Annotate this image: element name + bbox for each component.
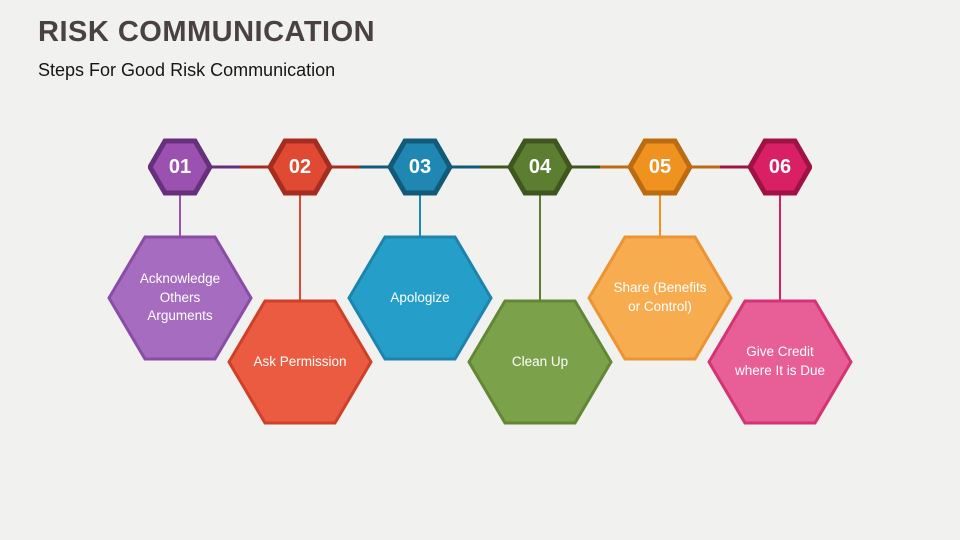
step-06: 06 Give Credit where It is Due bbox=[707, 0, 853, 540]
step-04-label: Clean Up bbox=[511, 353, 569, 369]
step-06-label: Give Credit where It is Due bbox=[734, 344, 826, 378]
step-01-label: Acknowledge Others Arguments bbox=[139, 270, 221, 324]
step-02-number: 02 bbox=[288, 155, 312, 178]
step-05-label: Share (Benefits or Control) bbox=[613, 280, 707, 314]
step-01-number-hexagon bbox=[148, 138, 212, 196]
hexagon-shape bbox=[148, 138, 212, 196]
step-06-number-hexagon bbox=[748, 138, 812, 196]
step-03-label: Apologize bbox=[390, 289, 450, 305]
step-03-number: 03 bbox=[408, 155, 432, 178]
step-02: 02 Ask Permission bbox=[227, 0, 373, 540]
step-01-number: 01 bbox=[168, 155, 192, 178]
step-04-number: 04 bbox=[528, 155, 552, 178]
page-subtitle: Steps For Good Risk Communication bbox=[38, 60, 336, 80]
step-03: 03 Apologize bbox=[347, 0, 493, 540]
hexagon-shape bbox=[508, 138, 572, 196]
step-03-number-hexagon bbox=[388, 138, 452, 196]
step-04-label-hexagon bbox=[467, 299, 613, 425]
hexagon-shape bbox=[107, 235, 253, 361]
step-01: 01 Acknowledge Others Arguments bbox=[107, 0, 253, 540]
hexagon-shape bbox=[347, 235, 493, 361]
step-05-number: 05 bbox=[648, 155, 672, 178]
step-06-label-hexagon bbox=[707, 299, 853, 425]
hexagon-shape bbox=[268, 138, 332, 196]
step-05-number-hexagon bbox=[628, 138, 692, 196]
hexagon-shape bbox=[748, 138, 812, 196]
hexagon-shape bbox=[587, 235, 733, 361]
step-05-label-hexagon bbox=[587, 235, 733, 361]
hexagon-shape bbox=[227, 299, 373, 425]
step-02-label: Ask Permission bbox=[253, 353, 347, 369]
step-02-label-hexagon bbox=[227, 299, 373, 425]
step-04-number-hexagon bbox=[508, 138, 572, 196]
hexagon-shape bbox=[388, 138, 452, 196]
step-03-label-hexagon bbox=[347, 235, 493, 361]
step-02-number-hexagon bbox=[268, 138, 332, 196]
hexagon-shape bbox=[628, 138, 692, 196]
step-04: 04 Clean Up bbox=[467, 0, 613, 540]
step-06-number: 06 bbox=[768, 155, 792, 178]
hexagon-shape bbox=[467, 299, 613, 425]
step-05: 05 Share (Benefits or Control) bbox=[587, 0, 733, 540]
hexagon-shape bbox=[707, 299, 853, 425]
page-title: RISK COMMUNICATION bbox=[38, 16, 376, 48]
step-01-label-hexagon bbox=[107, 235, 253, 361]
